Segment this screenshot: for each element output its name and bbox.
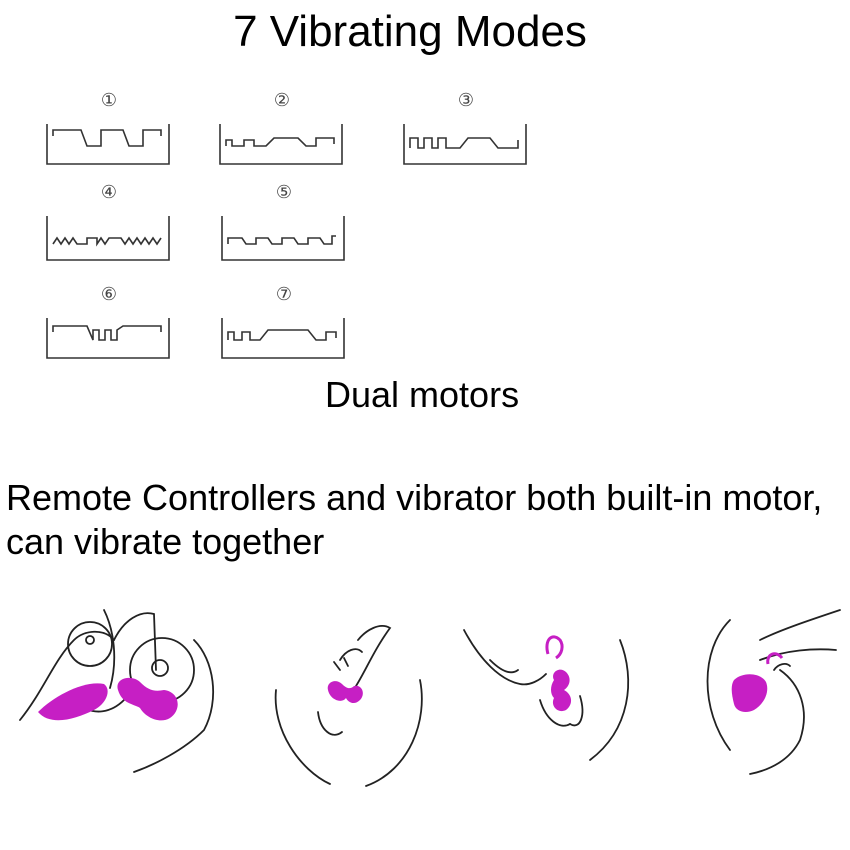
mode-1: ①	[45, 88, 175, 178]
waveform-icon	[403, 124, 527, 165]
waveform-icon	[221, 216, 345, 261]
page-title: 7 Vibrating Modes	[233, 7, 587, 56]
insertion-finger-icon	[463, 629, 630, 761]
waveform-icon	[219, 124, 343, 165]
mode-number: ①	[100, 90, 118, 110]
mode-4: ④	[45, 180, 175, 270]
mode-number: ③	[457, 90, 475, 110]
mode-5: ⑤	[220, 180, 350, 270]
waveform-icon	[46, 216, 170, 261]
mode-6: ⑥	[45, 282, 175, 372]
dual-motors-label: Dual motors	[325, 374, 520, 415]
waveform-icon	[221, 318, 345, 359]
mode-3: ③	[402, 88, 532, 178]
waveform-icon	[46, 124, 170, 165]
remote-description: Remote Controllers and vibrator both bui…	[6, 477, 823, 562]
mode-number: ⑤	[275, 182, 293, 202]
vibration-modes-grid: ① ② ③ ④ ⑤ ⑥	[0, 0, 850, 380]
insertion-side-icon	[706, 609, 841, 775]
mode-number: ②	[273, 90, 291, 110]
mode-number: ⑥	[100, 284, 118, 304]
mode-7: ⑦	[220, 282, 350, 372]
remote-and-balls-chest-icon	[19, 609, 215, 773]
mode-number: ⑦	[275, 284, 293, 304]
waveform-icon	[46, 318, 170, 359]
mode-number: ④	[100, 182, 118, 202]
mode-2: ②	[218, 88, 348, 178]
insertion-front-icon	[274, 625, 423, 787]
